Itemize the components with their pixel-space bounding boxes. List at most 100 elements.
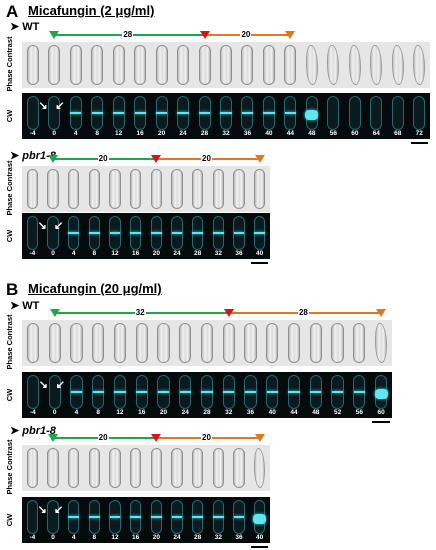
cw-septum-signal — [70, 391, 83, 393]
cw-septum-signal — [70, 112, 82, 114]
timepoint-label: 8 — [92, 250, 97, 257]
phase-cell-image — [375, 323, 388, 363]
phase-cell-image — [155, 45, 168, 85]
timepoint-label: 0 — [51, 250, 55, 257]
cw-cell-image — [47, 500, 59, 534]
phase-contrast-strip — [22, 445, 270, 491]
strain-bullet-icon: ➤ — [10, 425, 23, 437]
strain-bullet-icon: ➤ — [10, 150, 23, 162]
phase-cell-image — [26, 45, 39, 85]
timepoint-label: 12 — [116, 409, 124, 416]
strain-bullet-icon: ➤ — [10, 300, 23, 312]
scale-bar — [251, 262, 268, 264]
white-arrow-icon: ↘ — [37, 220, 47, 232]
timepoint-label: 0 — [51, 534, 55, 541]
phase-cell-image — [48, 323, 61, 363]
red-triangle-marker — [151, 155, 162, 163]
cw-septum-signal — [331, 391, 344, 393]
phase-cell-image — [191, 169, 204, 209]
phase-cell-image — [262, 45, 275, 85]
white-arrow-icon: ↙ — [54, 504, 64, 516]
cw-septum-signal — [223, 391, 235, 393]
cw-cell-image — [348, 96, 361, 130]
timepoint-label: 72 — [415, 130, 423, 137]
phase-cell-image — [88, 448, 101, 488]
cw-lysis-signal — [253, 514, 266, 524]
phase-cell-image — [198, 45, 211, 85]
row-label-phase-contrast: Phase Contrast — [5, 439, 14, 495]
cw-septum-signal — [212, 232, 224, 234]
phase-cell-image — [177, 45, 190, 85]
cw-septum-signal — [68, 516, 80, 518]
timepoint-label: 32 — [214, 250, 222, 257]
phase-cell-image — [150, 169, 163, 209]
timepoint-label: 36 — [235, 534, 243, 541]
timepoint-label: 20 — [152, 250, 160, 257]
cw-septum-signal — [233, 516, 245, 518]
cw-septum-signal — [109, 232, 121, 234]
cw-septum-signal — [192, 232, 204, 234]
timepoint-label: 40 — [265, 130, 273, 137]
interval-label-second: 20 — [201, 154, 212, 163]
phase-cell-image — [309, 323, 322, 363]
strain-label: ➤ WT — [10, 21, 39, 33]
cw-cell-image — [413, 96, 426, 130]
phase-cell-image — [241, 45, 254, 85]
cw-septum-signal — [157, 391, 170, 393]
timepoint-label: 40 — [256, 250, 264, 257]
cw-septum-signal — [177, 112, 189, 114]
cw-septum-signal — [109, 516, 121, 518]
phase-cell-image — [353, 323, 366, 363]
panel-title-a: Micafungin (2 μg/ml) — [28, 3, 155, 18]
cw-septum-signal — [136, 391, 148, 393]
panel-title-b: Micafungin (20 μg/ml) — [28, 281, 162, 296]
white-arrow-icon: ↘ — [38, 100, 48, 112]
cw-septum-signal — [212, 516, 224, 518]
phase-cell-image — [48, 45, 61, 85]
phase-cell-image — [413, 45, 426, 85]
cw-septum-signal — [150, 516, 162, 518]
timepoint-label: 4 — [73, 130, 78, 137]
phase-cell-image — [191, 448, 204, 488]
timepoint-label: 12 — [115, 130, 123, 137]
scale-bar — [372, 421, 390, 423]
timepoint-label: 16 — [136, 130, 144, 137]
timepoint-label: 60 — [377, 409, 385, 416]
phase-cell-image — [233, 448, 245, 488]
cw-septum-signal — [88, 516, 100, 518]
timepoint-label: 8 — [96, 409, 100, 416]
cw-fluorescence-strip — [22, 497, 270, 543]
timepoint-label: 32 — [214, 534, 222, 541]
cw-cell-image — [48, 96, 61, 130]
green-triangle-marker — [48, 434, 58, 442]
phase-cell-image — [47, 448, 59, 488]
orange-triangle-marker — [254, 155, 265, 163]
white-arrow-icon: ↙ — [54, 220, 64, 232]
timepoint-label: -4 — [29, 130, 36, 137]
cw-septum-signal — [171, 516, 183, 518]
phase-cell-image — [305, 45, 318, 85]
phase-cell-image — [287, 323, 301, 363]
phase-cell-image — [88, 169, 101, 209]
strain-name: WT — [22, 21, 40, 33]
timepoint-label: -4 — [29, 534, 36, 541]
timepoint-label: 48 — [312, 409, 320, 416]
green-triangle-marker — [49, 309, 60, 317]
phase-cell-image — [219, 45, 232, 85]
phase-cell-image — [370, 45, 383, 85]
phase-cell-image — [179, 323, 192, 363]
cw-septum-signal — [114, 391, 126, 393]
timepoint-label: 60 — [351, 130, 359, 137]
strain-name: pbr1-8 — [22, 150, 56, 162]
strain-label: ➤ WT — [10, 300, 39, 312]
red-triangle-marker — [199, 31, 210, 39]
phase-cell-image — [253, 448, 266, 488]
cw-septum-signal — [266, 391, 278, 393]
cw-septum-signal — [220, 112, 232, 114]
phase-cell-image — [70, 323, 83, 363]
cw-septum-signal — [130, 516, 142, 518]
orange-triangle-marker — [376, 309, 387, 317]
timepoint-label: 24 — [179, 130, 187, 137]
phase-cell-image — [129, 448, 142, 488]
timepoint-label: 24 — [181, 409, 189, 416]
